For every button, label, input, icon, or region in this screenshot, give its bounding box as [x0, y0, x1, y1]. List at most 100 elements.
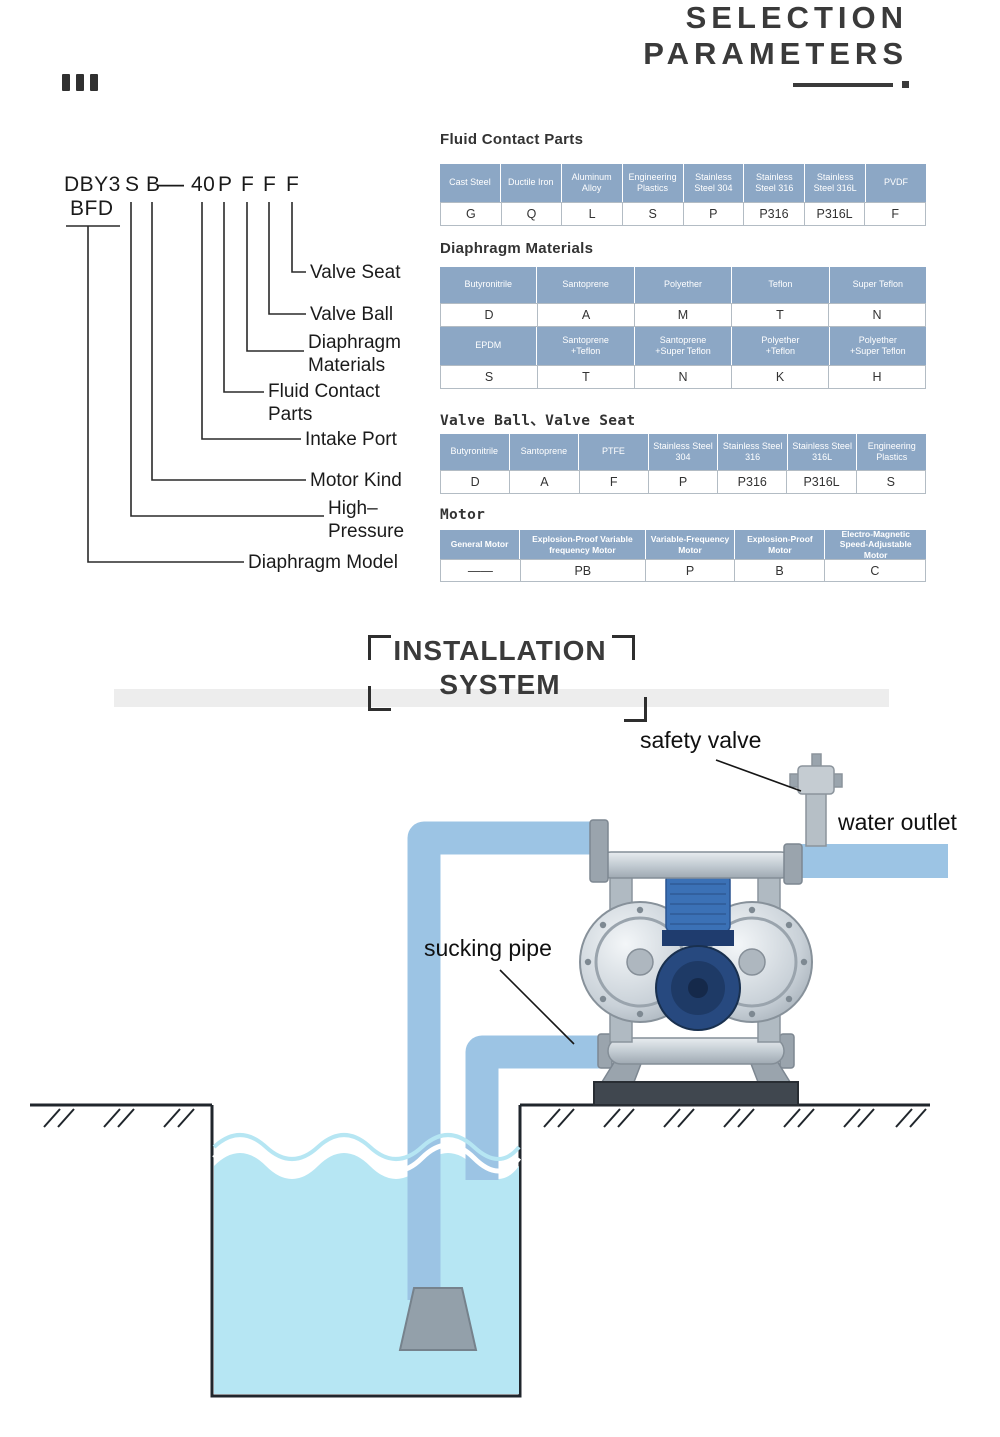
table-cell: Santoprene [509, 434, 580, 470]
table-cell: Butyronitrile [440, 434, 510, 470]
safety-valve-leader-line [715, 759, 802, 792]
table-cell: Santoprene +Super Teflon [634, 327, 733, 365]
table-cell: Engineering Plastics [857, 434, 927, 470]
label-motor-kind: Motor Kind [310, 470, 402, 491]
table-cell: Stainless Steel 316L [805, 164, 867, 202]
table-cell: Electro-Magnetic Speed-Adjustable Motor [825, 529, 926, 560]
table-cell: F [579, 471, 649, 493]
table-cell: H [829, 366, 925, 388]
section-title-installation: INSTALLATION SYSTEM [330, 634, 670, 702]
table-cell: F [865, 203, 925, 225]
water [214, 1153, 519, 1394]
table-cell: L [562, 203, 623, 225]
pump-top-manifold [597, 851, 795, 879]
decor-bars-icon [62, 74, 98, 91]
table-cell: P316L [804, 203, 866, 225]
label-fluid-contact-parts: Fluid Contact Parts [268, 381, 380, 425]
table-title-motor: Motor [440, 507, 486, 523]
table-cell: Santoprene [537, 267, 635, 303]
table-cell: G [441, 203, 502, 225]
table-cell: Explosion-Proof Motor [735, 530, 826, 559]
bracket-top-left-icon [368, 635, 391, 660]
label-diaphragm-materials: Diaphragm Materials [308, 332, 401, 376]
table-cell: Variable-Frequency Motor [645, 530, 736, 559]
label-leader-lines [499, 759, 802, 1045]
page-title-line1: SELECTION [685, 0, 908, 35]
table-cell: P316 [718, 471, 788, 493]
water-surface-waves [212, 1133, 522, 1174]
label-intake-port: Intake Port [305, 429, 397, 450]
table-cell: S [622, 203, 684, 225]
table-cell: Ductile Iron [500, 164, 562, 202]
label-safety-valve: safety valve [640, 727, 762, 753]
label-high-pressure: High– Pressure [328, 498, 405, 542]
table-cell: EPDM [440, 327, 538, 365]
model-code-char-f1: F [241, 173, 255, 196]
table-cell: Engineering Plastics [622, 164, 684, 202]
bracket-bottom-right-icon [624, 697, 647, 722]
table-cell: Super Teflon [829, 267, 927, 303]
table-cell: K [732, 366, 829, 388]
model-code-char-p: P [218, 173, 233, 196]
table-cell: T [538, 366, 635, 388]
table-cell: Stainless Steel 316 [744, 164, 806, 202]
table-title-diaphragm: Diaphragm Materials [440, 240, 594, 257]
pump-motor [655, 857, 741, 1031]
label-valve-seat: Valve Seat [310, 262, 401, 283]
strainer-graphic [398, 1287, 478, 1351]
table-cell: Stainless Steel 316L [787, 434, 858, 470]
table-cell: P316L [787, 471, 857, 493]
table-cell: P [648, 471, 719, 493]
table-cell: General Motor [440, 530, 521, 559]
table-cell: Aluminum Alloy [561, 164, 623, 202]
table-cell: N [829, 304, 925, 326]
table-cell: D [441, 471, 511, 493]
page-title-line2: PARAMETERS [643, 36, 908, 71]
table-cell: P [683, 203, 745, 225]
model-code-char-b: B [146, 173, 161, 196]
table-cell: PB [520, 560, 646, 581]
table-cell: N [635, 366, 732, 388]
table-cell: A [510, 471, 580, 493]
table-cell: P316 [744, 203, 805, 225]
table-cell: A [538, 304, 635, 326]
table-cell: Polyether +Super Teflon [829, 327, 927, 365]
table-cell: D [441, 304, 538, 326]
table-cell: S [441, 366, 538, 388]
label-sucking-pipe: sucking pipe [424, 935, 552, 961]
model-code-char-40: 40 [191, 173, 216, 196]
title-underline-dot [902, 81, 909, 88]
table-title-valve: Valve Ball、Valve Seat [440, 413, 636, 429]
pump-graphic [579, 819, 813, 1106]
label-valve-ball: Valve Ball [310, 304, 394, 325]
model-code-dash: — [158, 168, 184, 198]
table-cell: B [735, 560, 825, 581]
table-cell: Cast Steel [440, 164, 501, 202]
table-cell: Polyether [634, 267, 733, 303]
table-cell: Teflon [732, 267, 830, 303]
table-cell: T [732, 304, 829, 326]
lower-suction-pipe-graphic [465, 1035, 610, 1180]
table-cell: Stainless Steel 316 [718, 434, 788, 470]
table-cell: C [824, 560, 925, 581]
table-cell: PTFE [579, 434, 649, 470]
table-cell: M [635, 304, 732, 326]
model-code-char-f3: F [286, 173, 300, 196]
page-title: SELECTION PARAMETERS [460, 0, 908, 72]
ground-hatching [43, 1108, 927, 1128]
